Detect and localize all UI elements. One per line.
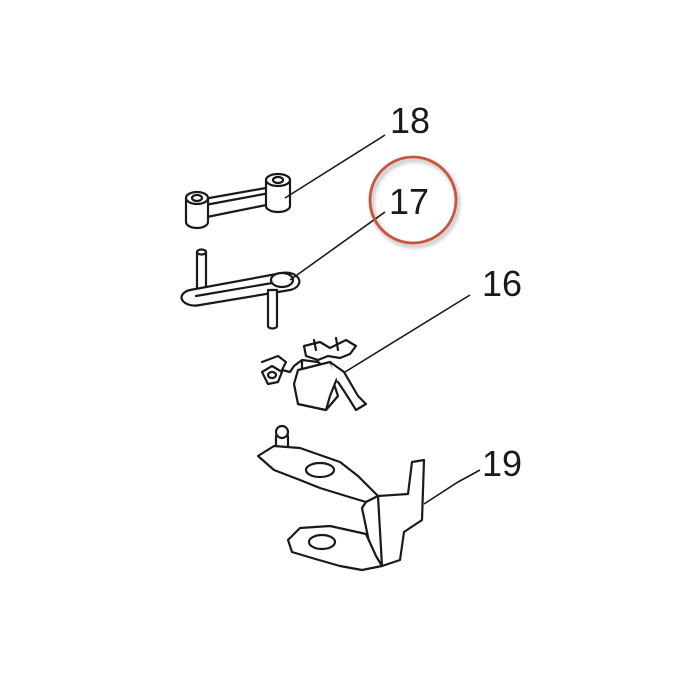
callout-16[interactable]: 16	[482, 263, 522, 304]
callout-18[interactable]: 18	[390, 100, 430, 141]
leader-lines	[284, 134, 481, 505]
callout-19[interactable]: 19	[482, 443, 522, 484]
callout-17[interactable]: 17	[389, 181, 429, 222]
leader-16	[344, 294, 471, 373]
leader-19	[423, 469, 481, 505]
part-16-selector[interactable]	[260, 336, 368, 412]
highlight-circle	[368, 155, 458, 245]
leader-18	[284, 134, 386, 199]
part-19-bracket[interactable]	[256, 424, 426, 572]
part-18-link[interactable]	[184, 172, 292, 230]
part-17-lever[interactable]	[180, 248, 301, 330]
leader-17	[289, 211, 386, 281]
